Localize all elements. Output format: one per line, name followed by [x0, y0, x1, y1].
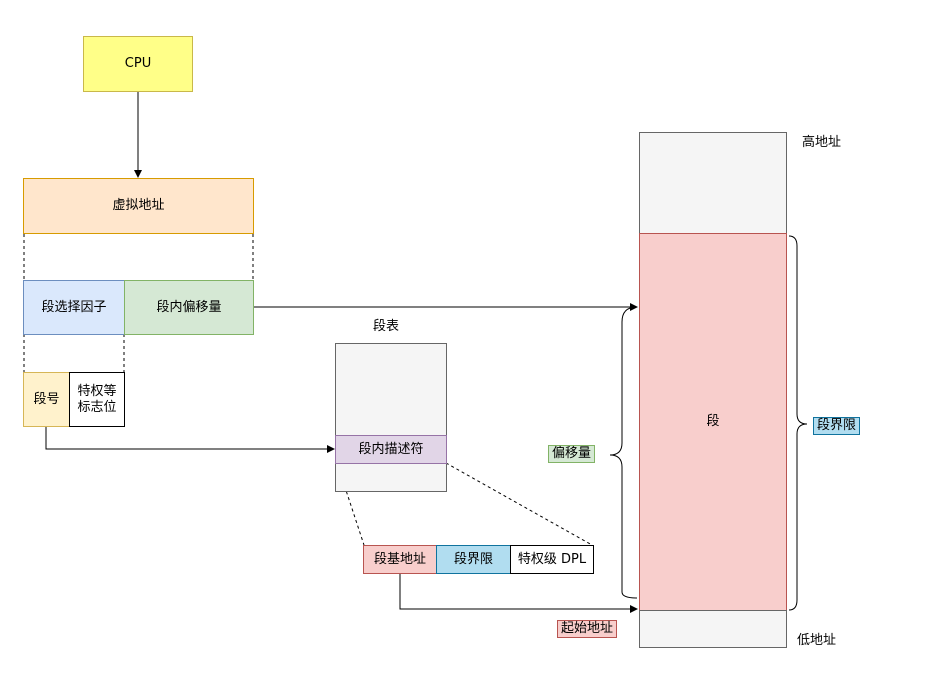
dpl-label: 特权级 DPL	[517, 551, 587, 567]
low-address-label: 低地址	[797, 633, 837, 648]
segment-number-label: 段号	[33, 391, 60, 407]
segment-offset-label: 段内偏移量	[156, 299, 222, 315]
segment-table-title: 段表	[373, 319, 400, 334]
limit-brace	[788, 235, 808, 611]
virtual-address-box: 虚拟地址	[23, 178, 254, 234]
segment-selector-box: 段选择因子	[23, 280, 125, 335]
offset-brace	[609, 306, 638, 599]
privilege-flag-label: 特权等 标志位	[77, 383, 117, 415]
segment-offset-box: 段内偏移量	[124, 280, 254, 335]
start-address-tag: 起始地址	[557, 620, 618, 638]
memory-segment-region: 段	[639, 233, 787, 611]
cpu-label: CPU	[124, 56, 152, 71]
segment-number-box: 段号	[23, 372, 70, 427]
memory-low-region	[639, 610, 787, 648]
segment-table	[335, 343, 447, 492]
privilege-flag-box: 特权等 标志位	[69, 372, 125, 427]
cpu-box: CPU	[83, 36, 193, 92]
dpl-box: 特权级 DPL	[510, 545, 594, 574]
segment-descriptor-box: 段内描述符	[335, 435, 447, 464]
segment-descriptor-label: 段内描述符	[358, 441, 424, 457]
memory-segment-label: 段	[706, 414, 720, 429]
offset-tag: 偏移量	[548, 445, 596, 463]
segnum-to-descriptor-arrow	[45, 427, 335, 453]
base-to-memory-arrow	[399, 573, 638, 613]
base-address-box: 段基地址	[363, 545, 437, 574]
segment-selector-label: 段选择因子	[41, 299, 107, 315]
base-address-label: 段基地址	[373, 551, 426, 567]
high-address-label: 高地址	[802, 135, 842, 150]
zoom-dash-right	[445, 462, 593, 546]
memory-high-region	[639, 132, 787, 234]
segment-limit-box: 段界限	[436, 545, 511, 574]
segment-limit-label: 段界限	[453, 551, 493, 567]
virtual-address-label: 虚拟地址	[112, 198, 165, 213]
limit-tag: 段界限	[813, 417, 861, 435]
